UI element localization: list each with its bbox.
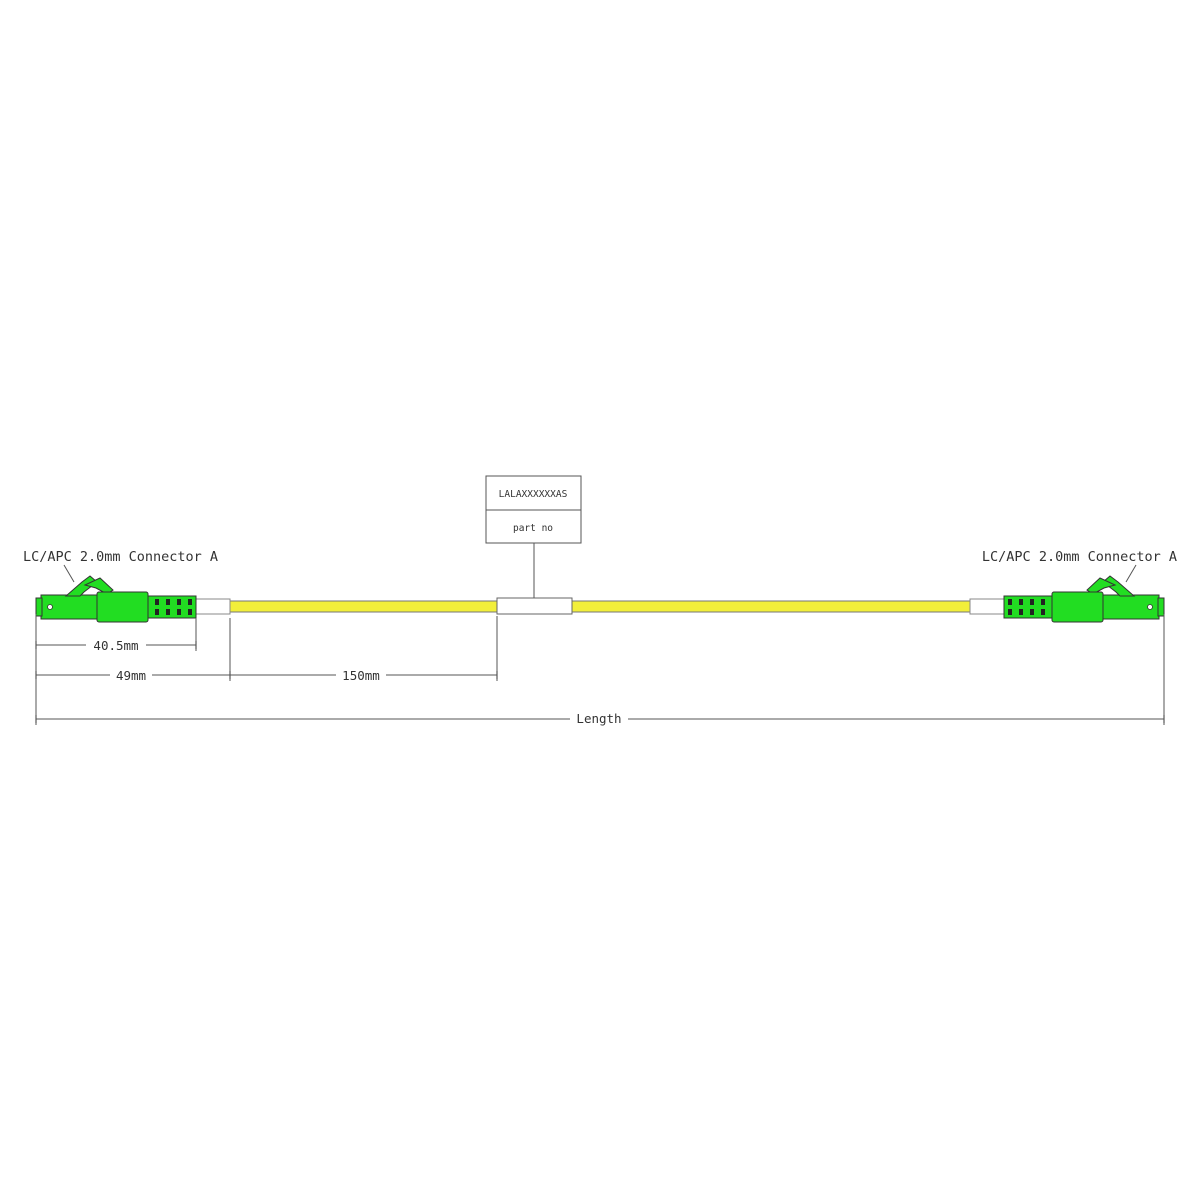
dim-connector-body	[35, 641, 197, 649]
dim-connector-body-label: 40.5mm	[93, 638, 138, 653]
right-connector-label: LC/APC 2.0mm Connector A	[982, 549, 1177, 565]
dim-label-position	[230, 671, 498, 679]
right-leader-line	[1125, 564, 1137, 583]
cable-right-segment	[570, 600, 973, 613]
left-leader-line	[63, 564, 75, 583]
right-boot-tail	[969, 598, 1005, 615]
left-boot-tail	[195, 598, 231, 615]
label-sleeve	[496, 597, 573, 615]
right-connector	[1003, 575, 1165, 623]
tag-code: LALAXXXXXXAS	[499, 489, 568, 500]
part-number-tag	[485, 475, 582, 598]
cable-left-segment	[229, 600, 499, 613]
dim-connector-boot	[35, 671, 231, 679]
left-connector-label: LC/APC 2.0mm Connector A	[23, 549, 218, 565]
left-connector	[35, 575, 197, 623]
dim-overall-length-label: Length	[576, 711, 621, 726]
tag-caption: part no	[513, 523, 553, 534]
dim-label-position-label: 150mm	[342, 668, 380, 683]
dim-overall-length	[35, 715, 1165, 723]
dim-connector-boot-label: 49mm	[116, 668, 146, 683]
